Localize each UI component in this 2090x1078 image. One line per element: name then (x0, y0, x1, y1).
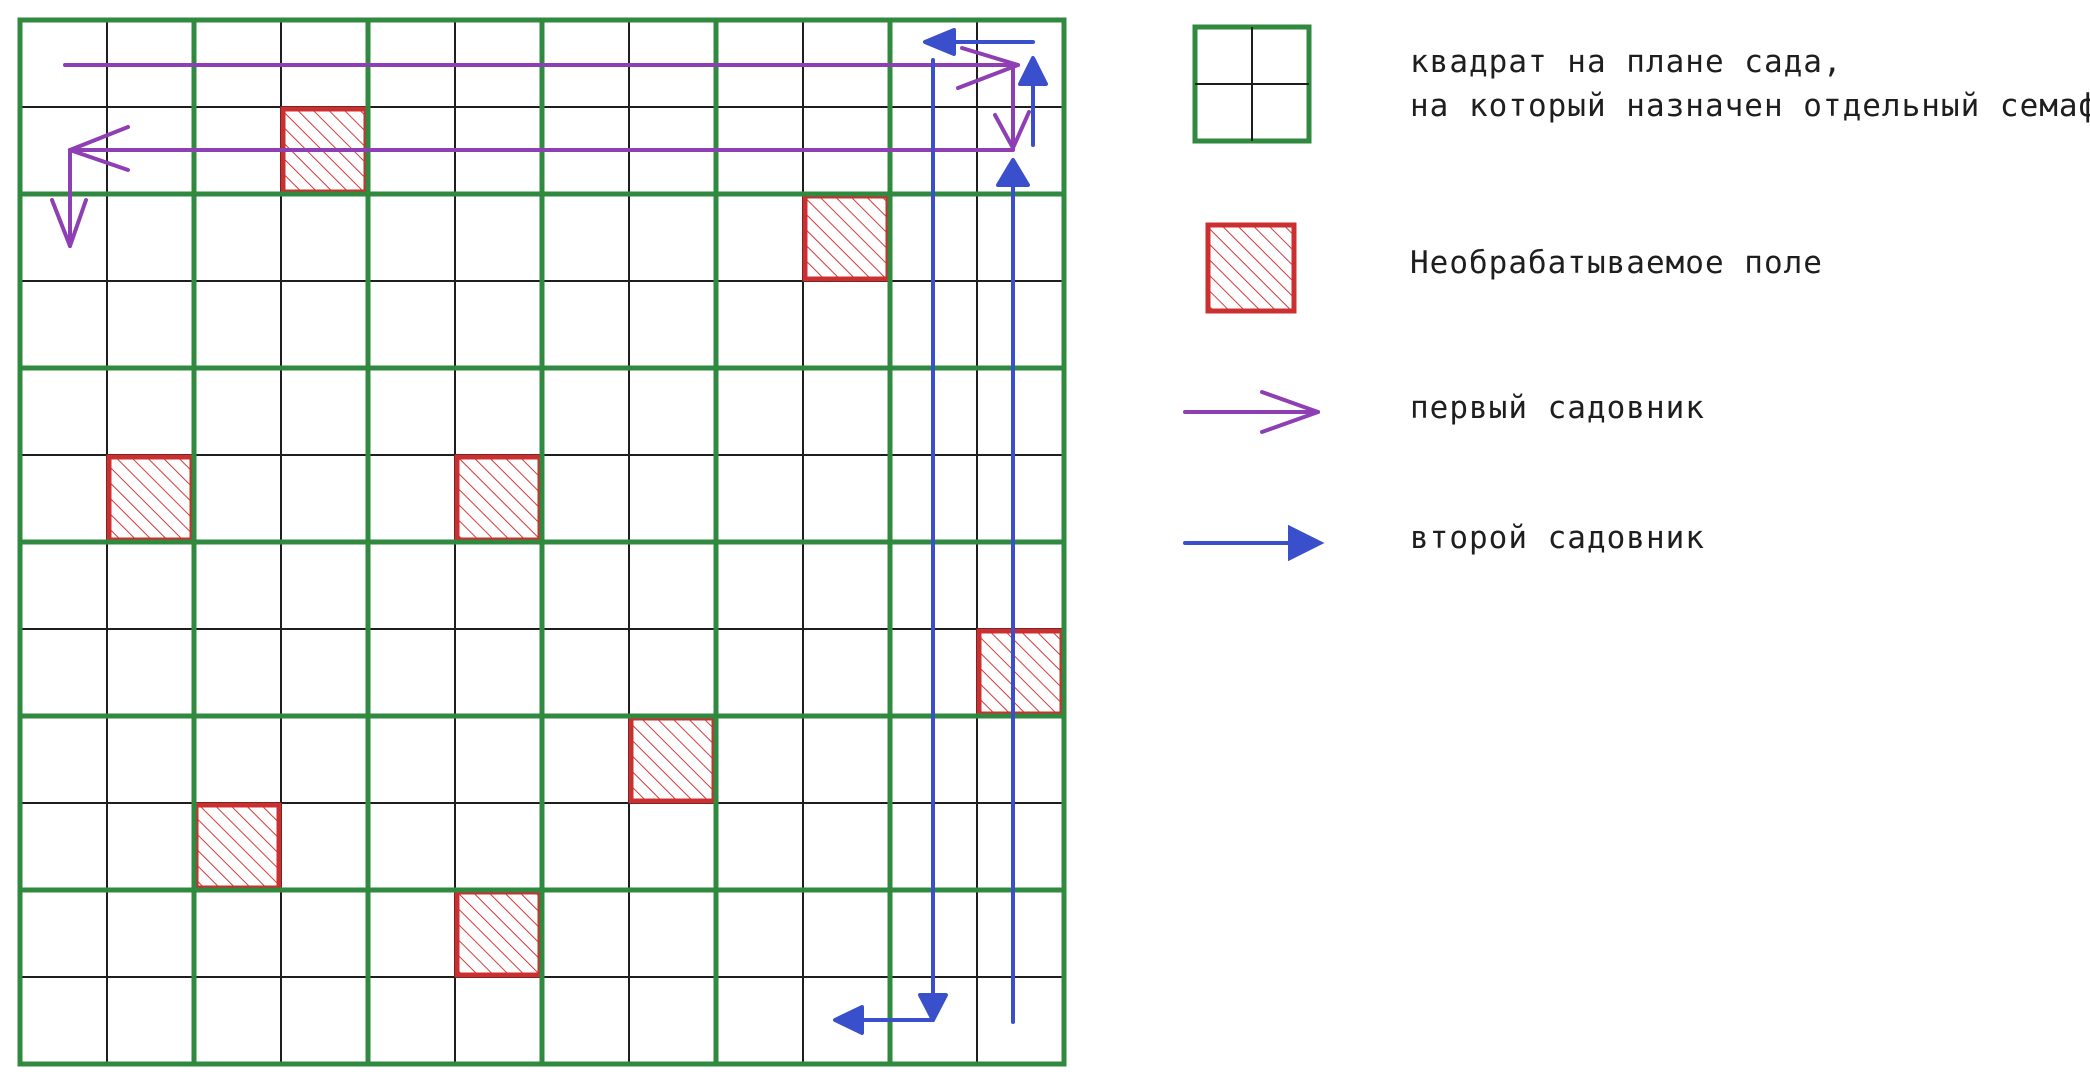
unworked-field (106, 454, 195, 543)
legend-semaphore-square-icon (1192, 24, 1312, 144)
legend-second-gardener-arrow (1183, 524, 1325, 562)
first-gardener-path (50, 46, 1031, 248)
legend-first-gardener-arrow (1183, 390, 1320, 434)
unworked-field (802, 193, 891, 282)
unworked-field (454, 454, 543, 543)
unworked-field (628, 715, 717, 804)
semaphore-grid (17, 17, 1067, 1067)
legend-semaphore-square-label: квадрат на плане сада, на который назнач… (1410, 44, 2090, 124)
legend-unworked-field-label: Необрабатываемое поле (1410, 245, 1823, 281)
unworked-field (454, 889, 543, 978)
second-gardener-path (833, 28, 1048, 1035)
legend-second-gardener-label: второй садовник (1410, 520, 1705, 556)
unworked-field (193, 802, 282, 891)
unworked-field (976, 628, 1065, 717)
semaphore-square (887, 887, 1067, 1067)
legend-first-gardener-label: первый садовник (1410, 390, 1705, 426)
legend-unworked-field-icon (1205, 222, 1297, 314)
